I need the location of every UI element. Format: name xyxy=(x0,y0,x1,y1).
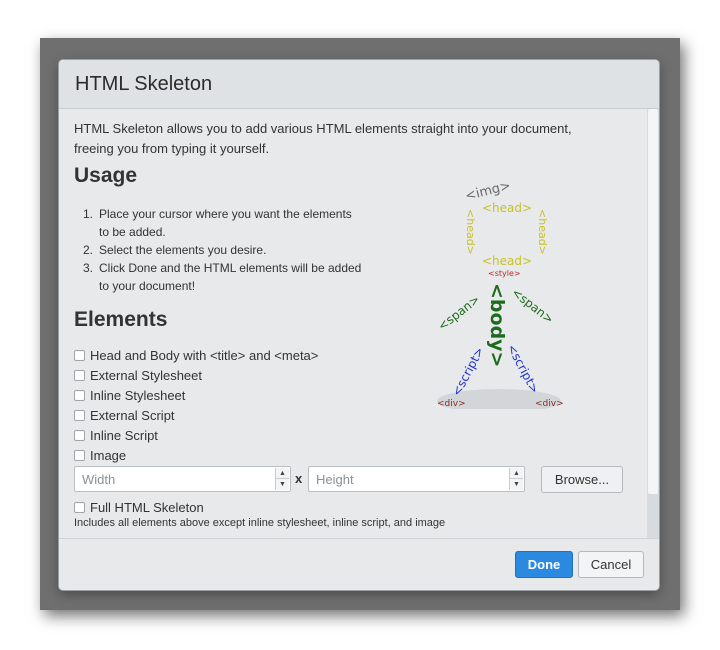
step-1: 1. Place your cursor where you want the … xyxy=(83,205,363,241)
step-text: Click Done and the HTML elements will be… xyxy=(99,261,362,293)
option-external-stylesheet[interactable]: External Stylesheet xyxy=(74,366,202,384)
shadow-ellipse xyxy=(437,389,561,409)
full-skeleton-note: Includes all elements above except inlin… xyxy=(74,517,446,529)
option-inline-stylesheet[interactable]: Inline Stylesheet xyxy=(74,386,185,404)
span-tag-right: <span> xyxy=(509,285,556,326)
browse-button[interactable]: Browse... xyxy=(541,466,623,493)
width-spin-buttons: ▲ ▼ xyxy=(275,468,289,490)
usage-steps: 1. Place your cursor where you want the … xyxy=(83,205,363,295)
height-spin-buttons: ▲ ▼ xyxy=(509,468,523,490)
inline-script-checkbox[interactable] xyxy=(74,429,85,441)
style-tag: <style> xyxy=(488,269,521,278)
option-label: Image xyxy=(90,447,127,463)
option-full-skeleton[interactable]: Full HTML Skeleton xyxy=(74,498,204,516)
full-skeleton-checkbox[interactable] xyxy=(74,501,85,513)
option-external-script[interactable]: External Script xyxy=(74,406,175,424)
dialog-footer: Done Cancel xyxy=(59,538,659,590)
image-checkbox[interactable] xyxy=(74,449,85,461)
intro-text: HTML Skeleton allows you to add various … xyxy=(74,121,572,156)
option-image[interactable]: Image xyxy=(74,446,126,464)
option-inline-script[interactable]: Inline Script xyxy=(74,426,158,444)
option-label: Full HTML Skeleton xyxy=(90,499,204,515)
option-label: External Script xyxy=(90,407,175,423)
inline-stylesheet-checkbox[interactable] xyxy=(74,389,85,401)
dialog-content: HTML Skeleton allows you to add various … xyxy=(59,109,647,538)
div-tag-right: <div> xyxy=(535,399,564,409)
step-number: 3. xyxy=(83,261,94,275)
span-tag-left: <span> xyxy=(435,292,482,333)
width-stepper[interactable]: ▲ ▼ xyxy=(74,466,291,492)
option-label: Inline Script xyxy=(90,427,158,443)
step-text: Select the elements you desire. xyxy=(99,243,267,257)
head-tag-top: <head> xyxy=(482,201,532,215)
step-number: 1. xyxy=(83,207,94,221)
option-head-body[interactable]: Head and Body with <title> and <meta> xyxy=(74,346,318,364)
scrollbar-thumb[interactable] xyxy=(648,109,658,494)
option-label: Inline Stylesheet xyxy=(90,387,186,403)
dialog-header: HTML Skeleton xyxy=(59,60,659,109)
body-tag: <body> xyxy=(486,283,508,367)
html-skeleton-dialog: HTML Skeleton HTML Skeleton allows you t… xyxy=(59,60,659,590)
div-tag-left: <div> xyxy=(437,399,466,409)
content-scrollbar[interactable] xyxy=(647,109,659,538)
times-sign: x xyxy=(295,471,303,486)
usage-heading: Usage xyxy=(74,164,138,187)
head-body-checkbox[interactable] xyxy=(74,349,85,361)
step-2: 2. Select the elements you desire. xyxy=(83,241,363,259)
head-tag-left: <head> xyxy=(464,209,477,255)
height-decrement-icon[interactable]: ▼ xyxy=(509,479,523,490)
option-label: External Stylesheet xyxy=(90,367,203,383)
option-label: Head and Body with <title> and <meta> xyxy=(90,347,319,363)
external-stylesheet-checkbox[interactable] xyxy=(74,369,85,381)
head-tag-right: <head> xyxy=(536,209,549,255)
done-button[interactable]: Done xyxy=(515,551,573,578)
external-script-checkbox[interactable] xyxy=(74,409,85,421)
cancel-button[interactable]: Cancel xyxy=(578,551,644,578)
width-decrement-icon[interactable]: ▼ xyxy=(275,479,289,490)
skeleton-illustration: <img> <head> <head> <head> <head> <style… xyxy=(435,179,564,409)
script-tag-right: <script> xyxy=(504,342,542,396)
dialog-title: HTML Skeleton xyxy=(75,73,213,95)
head-tag-bottom: <head> xyxy=(482,254,532,268)
width-increment-icon[interactable]: ▲ xyxy=(275,468,289,479)
width-input[interactable] xyxy=(76,468,283,490)
step-text: Place your cursor where you want the ele… xyxy=(99,207,352,239)
step-number: 2. xyxy=(83,243,94,257)
step-3: 3. Click Done and the HTML elements will… xyxy=(83,259,363,295)
elements-heading: Elements xyxy=(74,308,168,331)
height-increment-icon[interactable]: ▲ xyxy=(509,468,523,479)
height-stepper[interactable]: ▲ ▼ xyxy=(308,466,525,492)
height-input[interactable] xyxy=(310,468,517,490)
